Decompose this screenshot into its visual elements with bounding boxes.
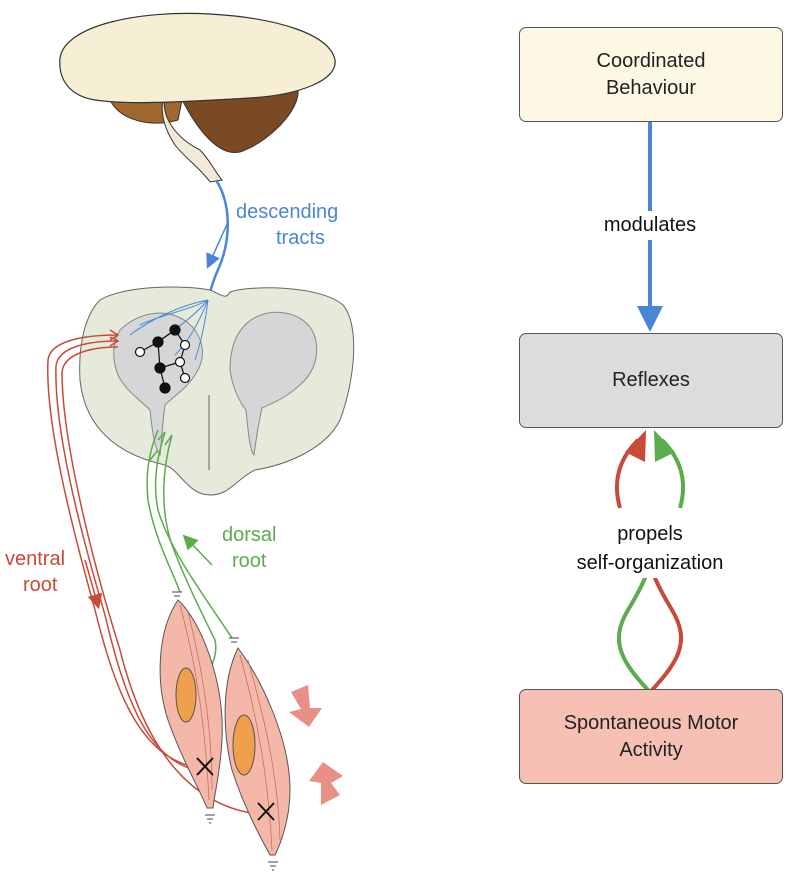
descending-tract-line (206, 179, 229, 301)
ventral-label-line1: ventral (5, 548, 66, 570)
dorsal-root-label: dorsal root (222, 522, 276, 574)
ventral-label-line2: root (23, 574, 58, 596)
dorsal-arrow (182, 534, 213, 566)
ground-symbols (172, 591, 278, 871)
muscle-right (224, 647, 291, 856)
propels-line2: self-organization (576, 552, 724, 574)
bottom-box-line1: Spontaneous Motor (563, 711, 739, 734)
descending-label-line2: tracts (276, 227, 325, 249)
muscle-left (159, 599, 223, 809)
reflexes-box: Reflexes (519, 333, 783, 428)
middle-box-label: Reflexes (612, 369, 690, 391)
descending-tracts-label: descending tracts (236, 199, 338, 251)
brain-illustration (59, 12, 336, 183)
ventral-root-nerves (47, 329, 269, 816)
bottom-box-line2: Activity (619, 738, 683, 761)
modulates-text: modulates (603, 214, 697, 236)
ventral-arrow (84, 559, 103, 610)
contraction-arrow-down (289, 685, 322, 727)
propels-line1: propels (617, 523, 683, 545)
descending-label-line1: descending (236, 201, 339, 223)
propels-label: propels self-organization (550, 520, 750, 578)
coordinated-behaviour-box: Coordinated Behaviour (519, 27, 783, 122)
descending-arrow (206, 221, 229, 269)
top-box-line1: Coordinated (596, 49, 706, 72)
ventral-root-label: ventral root (5, 546, 65, 598)
descending-fibers (129, 299, 209, 361)
motor-end-plates (196, 757, 275, 821)
green-arrow-head (654, 430, 675, 462)
modulates-label: modulates (560, 211, 740, 240)
top-box-line2: Behaviour (605, 76, 697, 99)
contraction-arrow-up (309, 762, 343, 805)
spinal-cord-illustration (79, 286, 355, 496)
red-arrow-head (625, 430, 646, 462)
dorsal-label-line1: dorsal (222, 524, 277, 546)
spontaneous-motor-activity-box: Spontaneous Motor Activity (519, 689, 783, 784)
modulates-arrow-head (637, 306, 663, 332)
dorsal-label-line2: root (232, 550, 267, 572)
interneuron-circuit (134, 324, 191, 394)
